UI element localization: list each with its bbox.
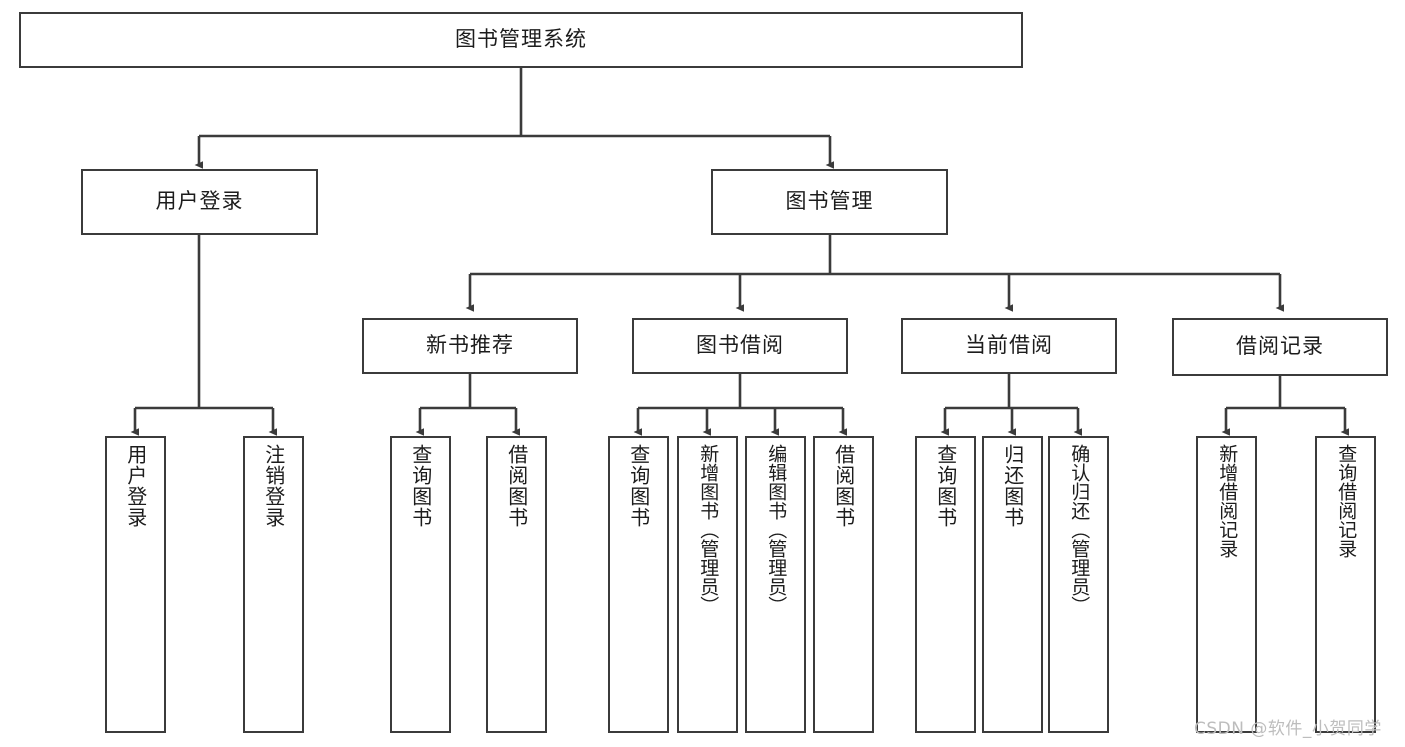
watermark: CSDN @软件_小贺同学 [1194, 719, 1382, 739]
leaf-query-book-1[interactable]: 查询图书 [390, 436, 451, 733]
leaf-borrow-book-2-label: 借阅图书 [831, 444, 856, 528]
leaf-add-record-label: 新增借阅记录 [1216, 444, 1239, 558]
leaf-query-book-1-label: 查询图书 [408, 444, 433, 528]
node-current-borrow-label: 当前借阅 [965, 333, 1053, 358]
node-new-book-recommend-label: 新书推荐 [426, 333, 514, 358]
leaf-user-login[interactable]: 用户登录 [105, 436, 166, 733]
leaf-borrow-book-1-label: 借阅图书 [504, 444, 529, 528]
node-current-borrow[interactable]: 当前借阅 [901, 318, 1117, 374]
leaf-edit-book-label: 编辑图书（管理员） [765, 444, 788, 615]
leaf-user-login-label: 用户登录 [123, 444, 148, 528]
node-book-manage[interactable]: 图书管理 [711, 169, 948, 235]
leaf-query-book-3[interactable]: 查询图书 [915, 436, 976, 733]
leaf-borrow-book-1[interactable]: 借阅图书 [486, 436, 547, 733]
node-book-manage-label: 图书管理 [785, 189, 874, 214]
leaf-confirm-return[interactable]: 确认归还（管理员） [1048, 436, 1109, 733]
leaf-query-book-2-label: 查询图书 [626, 444, 651, 528]
node-new-book-recommend[interactable]: 新书推荐 [362, 318, 578, 374]
leaf-return-book[interactable]: 归还图书 [982, 436, 1043, 733]
leaf-borrow-book-2[interactable]: 借阅图书 [813, 436, 874, 733]
leaf-logout-login[interactable]: 注销登录 [243, 436, 304, 733]
leaf-query-record[interactable]: 查询借阅记录 [1315, 436, 1376, 733]
leaf-add-book-label: 新增图书（管理员） [697, 444, 720, 615]
leaf-query-record-label: 查询借阅记录 [1335, 444, 1358, 558]
node-root[interactable]: 图书管理系统 [19, 12, 1023, 68]
node-borrow-record-label: 借阅记录 [1236, 334, 1324, 359]
node-root-label: 图书管理系统 [455, 27, 587, 52]
leaf-confirm-return-label: 确认归还（管理员） [1068, 444, 1091, 615]
leaf-add-record[interactable]: 新增借阅记录 [1196, 436, 1257, 733]
node-book-borrow[interactable]: 图书借阅 [632, 318, 848, 374]
node-book-borrow-label: 图书借阅 [696, 333, 784, 358]
leaf-query-book-3-label: 查询图书 [933, 444, 958, 528]
leaf-add-book[interactable]: 新增图书（管理员） [677, 436, 738, 733]
leaf-logout-login-label: 注销登录 [261, 444, 286, 528]
node-user-login[interactable]: 用户登录 [81, 169, 318, 235]
node-borrow-record[interactable]: 借阅记录 [1172, 318, 1388, 376]
leaf-query-book-2[interactable]: 查询图书 [608, 436, 669, 733]
node-user-login-label: 用户登录 [155, 189, 244, 214]
leaf-edit-book[interactable]: 编辑图书（管理员） [745, 436, 806, 733]
leaf-return-book-label: 归还图书 [1000, 444, 1025, 528]
